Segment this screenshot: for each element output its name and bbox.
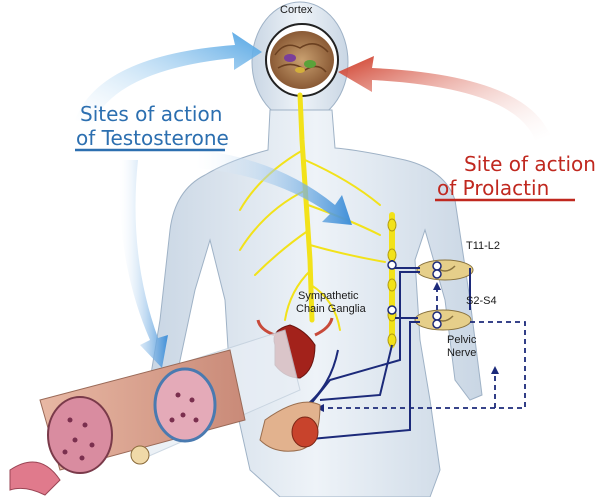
prolactin-arrow <box>338 56 550 140</box>
label-sympathetic-line1: Sympathetic <box>298 290 359 302</box>
label-pelvic-line1: Pelvic <box>447 334 477 346</box>
label-testosterone-line1: Sites of action <box>80 102 223 126</box>
penis-testis <box>259 401 321 452</box>
label-pelvic-line2: Nerve <box>447 347 477 359</box>
label-prolactin-line1: Site of action <box>464 152 596 176</box>
label-t11-l2: T11-L2 <box>466 240 501 252</box>
label-s2-s4: S2-S4 <box>466 295 497 307</box>
label-testosterone-line2: of Testosterone <box>76 126 229 150</box>
brain-illustration <box>265 23 339 97</box>
tissue-cross-section <box>9 329 301 496</box>
label-prolactin-line2: of Prolactin <box>437 176 550 200</box>
label-sympathetic-line2: Chain Ganglia <box>296 303 366 315</box>
spinal-segment-s2-s4 <box>414 309 472 331</box>
sympathetic-ganglia <box>387 218 397 347</box>
spinal-segment-t11-l2 <box>416 259 474 281</box>
testosterone-arrows <box>75 32 352 368</box>
label-cortex: Cortex <box>280 4 313 16</box>
